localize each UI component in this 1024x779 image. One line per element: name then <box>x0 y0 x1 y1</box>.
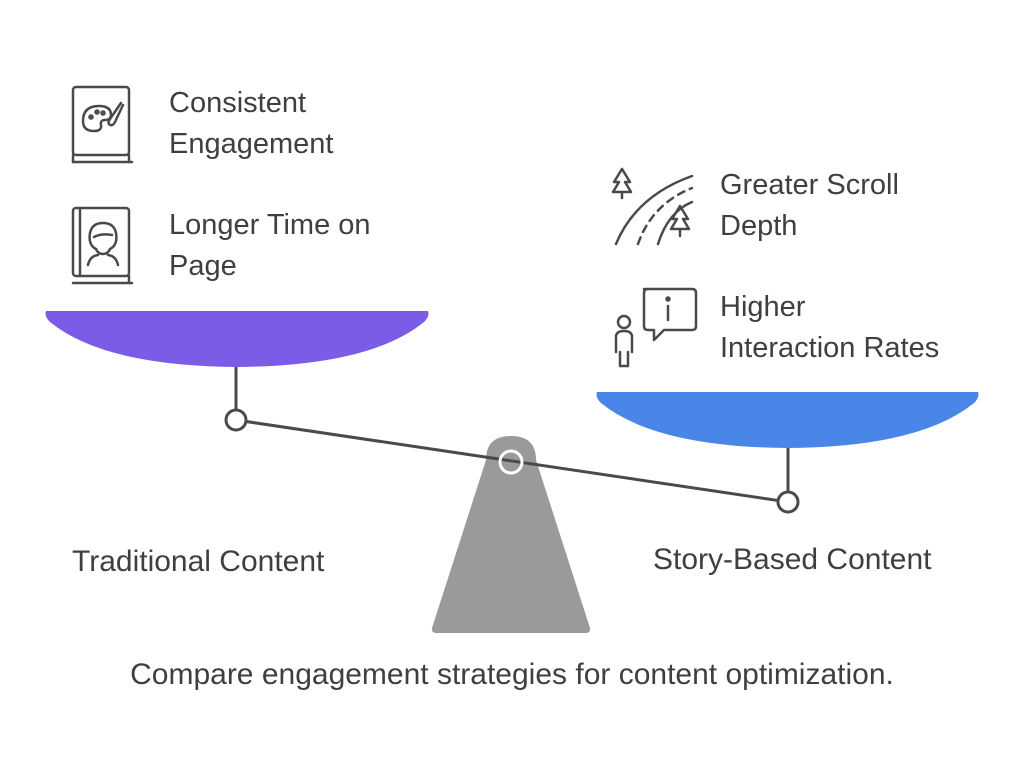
right-side-title: Story-Based Content <box>653 543 932 576</box>
beam <box>235 418 789 504</box>
book-palette-icon <box>71 85 134 164</box>
right-item-label-2: Higher Interaction Rates <box>720 291 940 364</box>
road-trees-icon <box>611 167 694 246</box>
fulcrum <box>431 436 591 633</box>
left-side-title: Traditional Content <box>72 545 325 578</box>
left-pan-joint <box>224 408 248 432</box>
left-item-label-2: Longer Time on Page <box>169 209 371 282</box>
right-pan <box>596 392 979 448</box>
right-item-label-1: Greater Scroll Depth <box>720 169 899 242</box>
diagram-caption: Compare engagement strategies for conten… <box>130 658 894 691</box>
left-pan <box>45 311 429 367</box>
right-pan-joint <box>776 490 800 514</box>
left-item-label-1: Consistent Engagement <box>169 87 334 160</box>
book-person-icon <box>71 206 134 285</box>
pivot-circle <box>498 449 524 475</box>
person-info-bubble-icon <box>614 287 698 368</box>
